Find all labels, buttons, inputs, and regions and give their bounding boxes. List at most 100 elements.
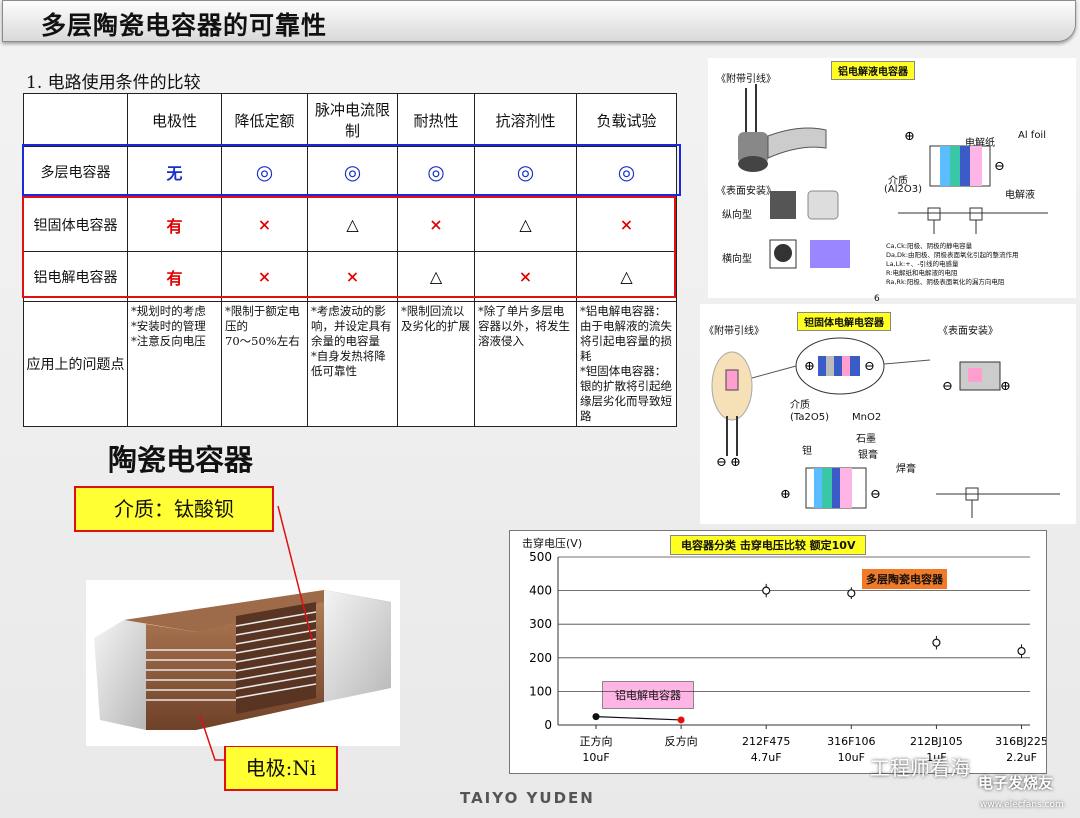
cell-value: 无: [127, 146, 222, 198]
dielectric-label: 介质：钛酸钡: [74, 486, 274, 532]
cross-mark: ×: [474, 251, 577, 302]
legend-line: Da,Dk:由阳极、阴极表面氧化引起的整流作用: [886, 251, 1019, 259]
al-capacitor-diagram: 铝电解液电容器 《附带引线》 《表面安装》 纵向型 横向型 Al foil 电解…: [708, 58, 1076, 304]
x-tick-sublabel: 4.7uF: [751, 751, 782, 764]
svg-text:⊕: ⊕: [804, 359, 815, 374]
title-bar: 多层陶瓷电容器的可靠性: [2, 0, 1076, 42]
page-title: 多层陶瓷电容器的可靠性: [41, 11, 328, 40]
svg-text:⊖: ⊖: [716, 455, 727, 470]
y-tick-label: 400: [529, 584, 552, 598]
al-surface-label: 《表面安装》: [716, 186, 776, 197]
graphite-label: 石墨: [856, 434, 876, 445]
al-series-label: 铝电解电容器: [602, 681, 694, 709]
ta-lead-label: 《附带引线》: [704, 326, 764, 337]
al-vertical-label: 纵向型: [722, 210, 752, 221]
mlcc-point: [762, 586, 771, 595]
mlcc-cutaway-illustration: [94, 590, 391, 730]
ta-label: 钽: [802, 446, 812, 457]
legend-line: La,Lk:+、-引线的电感量: [886, 260, 959, 268]
triangle-mark: △: [307, 197, 398, 252]
y-tick-label: 500: [529, 550, 552, 564]
table-row: 铝电解电容器 有 × × △ × △: [23, 251, 677, 302]
page-number: 6: [874, 294, 880, 304]
silver-label: 银膏: [858, 450, 878, 461]
mlcc-highlight-box: [22, 144, 681, 196]
header-cell: 抗溶剂性: [474, 93, 577, 147]
x-tick-sublabel: 10uF: [582, 751, 609, 764]
al-point-reverse: [677, 716, 685, 724]
ceramic-chip-image: [86, 580, 400, 746]
ceramic-title: 陶瓷电容器: [108, 443, 254, 477]
svg-text:⊖: ⊖: [870, 487, 881, 502]
legend-line: R:电解纸和电解液的电阻: [886, 269, 958, 277]
y-tick-label: 200: [529, 651, 552, 665]
solder-label: 焊膏: [896, 464, 916, 475]
svg-text:⊖: ⊖: [864, 359, 875, 374]
row-name: 多层电容器: [23, 146, 128, 198]
ta-diagram-title: 钽固体电解电容器: [797, 312, 891, 331]
header-cell: 负载试验: [576, 93, 677, 147]
al-point-forward: [592, 713, 600, 721]
x-tick-sublabel: 1uF: [926, 751, 946, 764]
svg-text:⊕: ⊕: [904, 129, 915, 144]
legend-line: Ca,Ck:阳极、阴极的静电容量: [886, 242, 973, 250]
svg-text:⊕: ⊕: [730, 455, 741, 470]
electrolytic-highlight-box: [22, 196, 676, 298]
mno2-label: MnO2: [852, 412, 882, 423]
double-circle-mark: ◎: [474, 146, 577, 198]
al-dielectric-label: 介质: [888, 176, 908, 187]
ta2o5-label: (Ta2O5): [790, 412, 829, 423]
ta-diagram-graphic: ⊖⊕ ⊕⊖ ⊖⊕ ⊕⊖: [711, 337, 1060, 518]
cell-value: 有: [127, 251, 222, 302]
watermark-url: www.elecfans.com: [980, 800, 1064, 810]
svg-text:⊖: ⊖: [942, 379, 953, 394]
cross-mark: ×: [397, 197, 475, 252]
table-row: 多层电容器 无 ◎ ◎ ◎ ◎ ◎: [23, 146, 677, 198]
section-heading: 1. 电路使用条件的比较: [26, 73, 201, 93]
note-cell: *限制回流以及劣化的扩展: [397, 301, 475, 427]
row-name: 应用上的问题点: [23, 301, 128, 427]
header-cell: 电极性: [127, 93, 222, 147]
footer-logo: TAIYO YUDEN: [460, 789, 595, 807]
al-diagram-graphic: ⊕ ⊖: [738, 84, 1048, 269]
y-tick-label: 100: [529, 684, 552, 698]
x-tick-sublabel: 10uF: [838, 751, 865, 764]
cross-mark: ×: [307, 251, 398, 302]
chart-ylabel: 击穿电压(V): [522, 537, 583, 550]
double-circle-mark: ◎: [397, 146, 475, 198]
svg-text:⊖: ⊖: [994, 159, 1005, 174]
comparison-table: 电极性 降低定额 脉冲电流限制 耐热性 抗溶剂性 负载试验 多层电容器 无 ◎ …: [23, 93, 677, 427]
y-tick-label: 300: [529, 617, 552, 631]
mlcc-point: [932, 638, 941, 647]
row-name: 钽固体电容器: [23, 197, 128, 252]
svg-text:⊕: ⊕: [1000, 379, 1011, 394]
y-tick-label: 0: [544, 718, 552, 732]
note-cell: *考虑波动的影响，并设定具有余量的电容量 *自身发热将降低可靠性: [307, 301, 398, 427]
table-notes-row: 应用上的问题点 *规划时的考虑 *安装时的管理 *注意反向电压 *限制于额定电压…: [23, 301, 677, 427]
al-lead-label: 《附带引线》: [716, 74, 776, 85]
x-tick-label: 反方向: [665, 734, 698, 748]
chart-title: 电容器分类 击穿电压比较 额定10V: [670, 535, 867, 555]
table-row: 钽固体电容器 有 × △ × △ ×: [23, 197, 677, 252]
note-cell: *铝电解电容器：由于电解液的流失将引起电容量的损耗 *钽固体电容器：银的扩散将引…: [576, 301, 677, 427]
x-tick-label: 正方向: [580, 734, 613, 748]
x-tick-label: 212F475: [742, 735, 790, 748]
watermark-logo: 电子发烧友: [978, 774, 1054, 792]
svg-text:⊕: ⊕: [780, 487, 791, 502]
mlcc-point: [1017, 646, 1026, 656]
al2o3-label: (Al2O3): [884, 184, 923, 195]
watermark-wechat: 工程师看海: [870, 756, 970, 780]
mlcc-series-label: 多层陶瓷电容器: [862, 569, 947, 589]
table-header-row: 电极性 降低定额 脉冲电流限制 耐热性 抗溶剂性 负载试验: [23, 93, 677, 147]
al-paper-label: 电解纸: [965, 138, 995, 149]
al-electrolyte-label: 电解液: [1005, 190, 1035, 201]
al-series-line: [595, 716, 682, 721]
double-circle-mark: ◎: [576, 146, 677, 198]
note-cell: *除了单片多层电容器以外，将发生溶液侵入: [474, 301, 577, 427]
electrode-label: 电极:Ni: [224, 745, 338, 791]
mlcc-point: [847, 589, 856, 598]
breakdown-voltage-chart: 击穿电压(V) 电容器分类 击穿电压比较 额定10V 多层陶瓷电容器 铝电解电容…: [509, 530, 1047, 774]
triangle-mark: △: [397, 251, 475, 302]
legend-line: Ra,Rk:阳极、阴极表面氧化的漏方向电阻: [886, 278, 1005, 286]
